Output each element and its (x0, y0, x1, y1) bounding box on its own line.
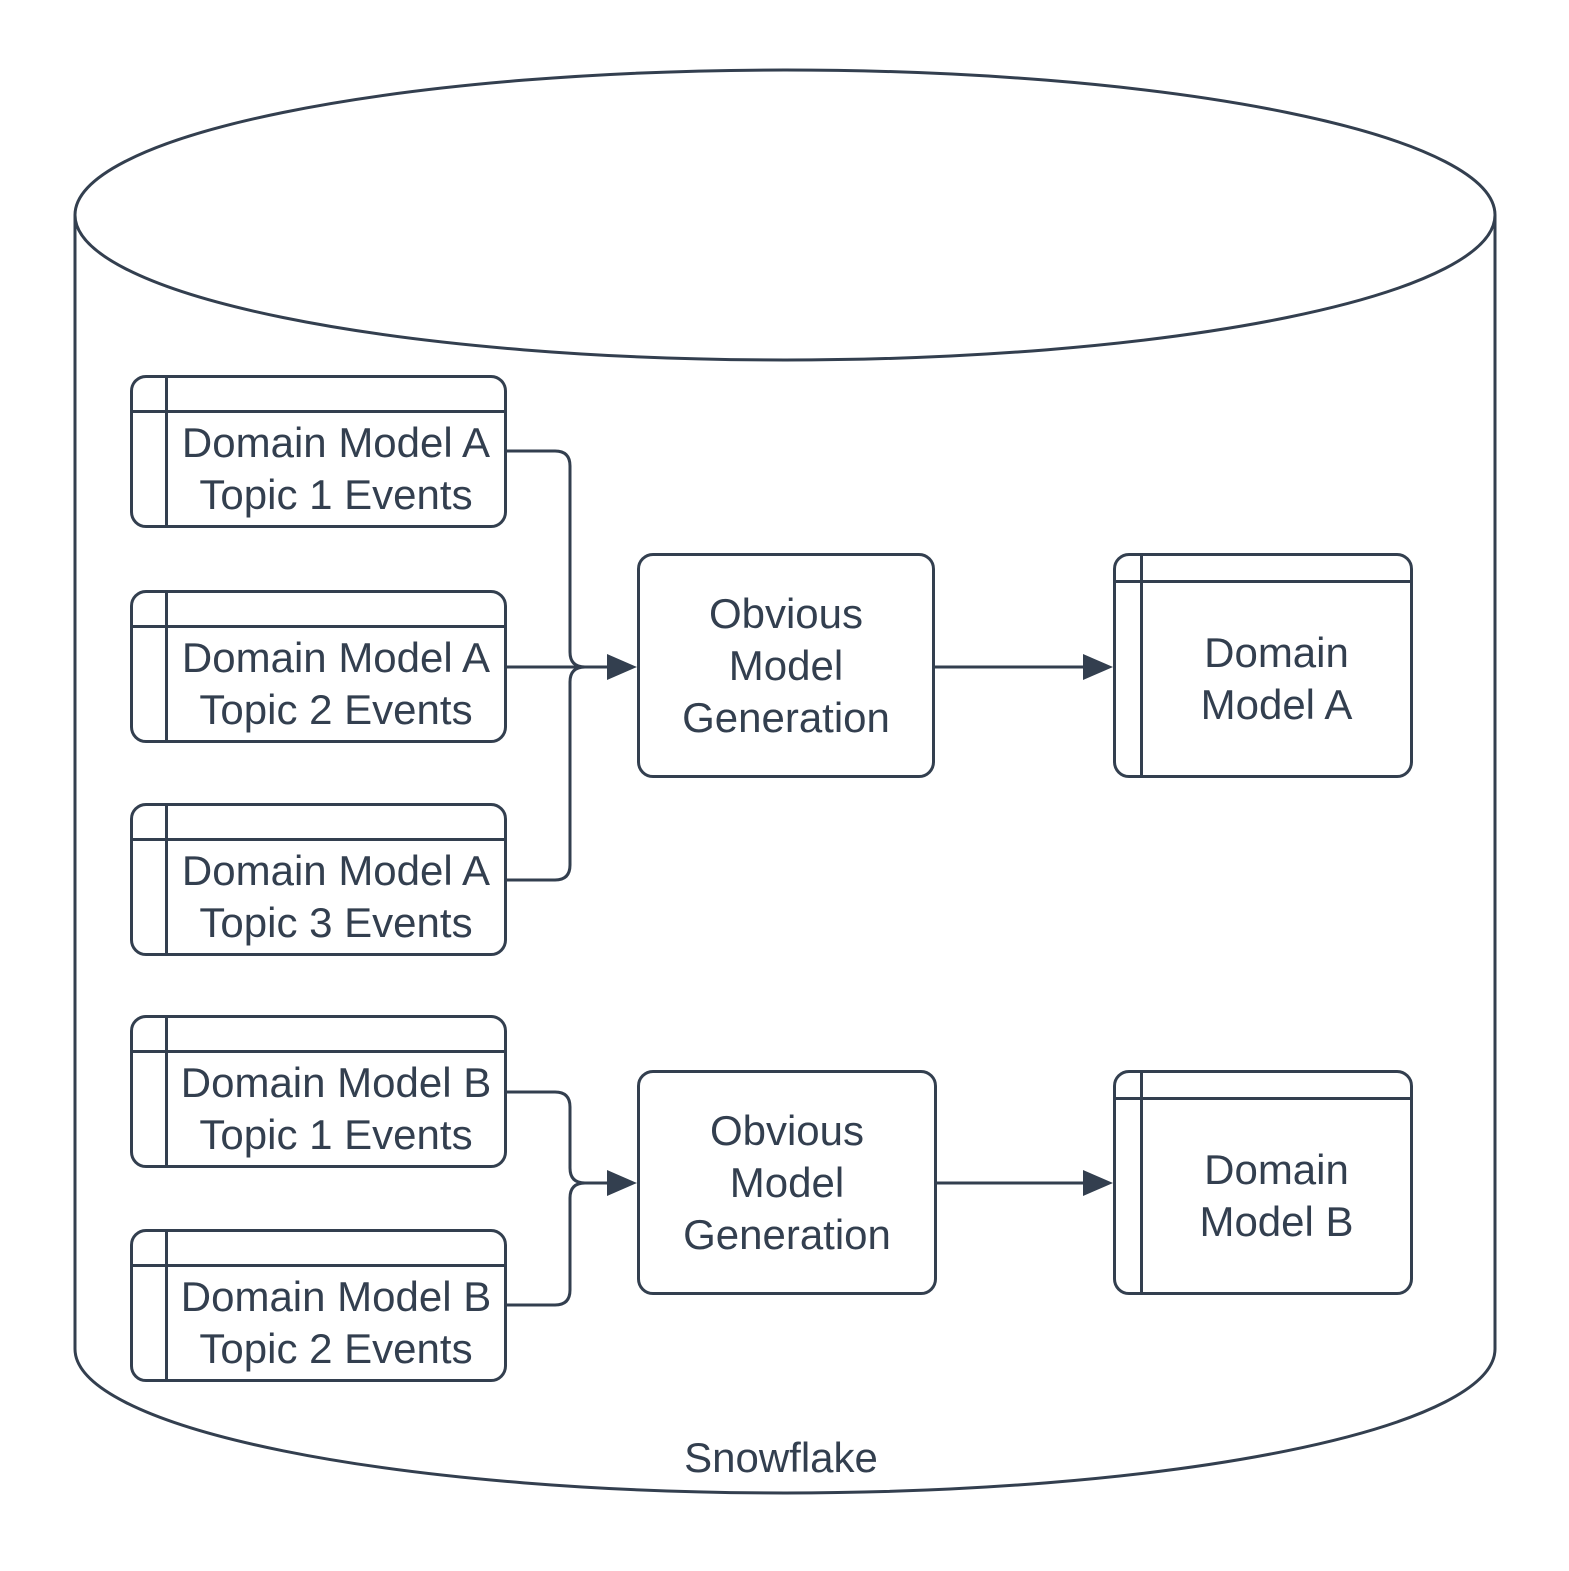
node-process-obvious-model-generation-a: Obvious Model Generation (637, 553, 935, 778)
connector-topic-b1-to-process-b (507, 1090, 610, 1185)
arrowhead-into-process-a (607, 654, 637, 680)
node-label-line: Model B (1199, 1198, 1354, 1245)
node-label: Obvious Model Generation (640, 556, 932, 775)
table-header-divider (1116, 1097, 1410, 1100)
connector-topic-b2-to-process-b (507, 1181, 586, 1307)
arrowhead-into-model-a (1083, 654, 1113, 680)
node-label: Domain Model A (1143, 583, 1410, 775)
node-label: Obvious Model Generation (640, 1073, 934, 1292)
cylinder-top-ellipse (73, 68, 1497, 362)
node-label-line: Model (729, 1158, 845, 1206)
node-label-line: Generation (683, 1210, 891, 1258)
node-label-line: Topic 2 Events (199, 1325, 473, 1372)
node-label-line: Generation (682, 693, 890, 741)
table-header-divider (133, 410, 504, 413)
table-header-divider (1116, 580, 1410, 583)
node-topic-b2-events: Domain Model B Topic 2 Events (130, 1229, 507, 1382)
node-label-line: Model (728, 641, 844, 689)
node-label-line: Topic 2 Events (199, 686, 473, 733)
node-topic-a1-events: Domain Model A Topic 1 Events (130, 375, 507, 528)
node-label-line: Obvious (709, 1106, 865, 1154)
table-column-divider (165, 806, 168, 953)
table-column-divider (165, 593, 168, 740)
node-label-line: Domain Model B (180, 1273, 492, 1320)
node-label-line: Obvious (708, 589, 864, 637)
node-label: Domain Model B (1143, 1100, 1410, 1292)
node-label-line: Model A (1200, 681, 1353, 728)
node-label-line: Domain Model B (180, 1059, 492, 1106)
table-column-divider (165, 1232, 168, 1379)
table-header-divider (133, 838, 504, 841)
table-column-divider (1140, 556, 1143, 775)
node-label-line: Domain (1204, 1146, 1349, 1193)
node-topic-a2-events: Domain Model A Topic 2 Events (130, 590, 507, 743)
connector-topic-a1-to-process-a (507, 449, 610, 669)
node-domain-model-b: Domain Model B (1113, 1070, 1413, 1295)
table-header-divider (133, 1050, 504, 1053)
cylinder-body (73, 215, 1497, 1495)
node-label-line: Topic 3 Events (199, 899, 473, 946)
node-domain-model-a: Domain Model A (1113, 553, 1413, 778)
node-label-line: Domain Model A (181, 634, 491, 681)
node-label-line: Domain Model A (181, 419, 491, 466)
arrowhead-into-model-b (1083, 1170, 1113, 1196)
node-label: Domain Model A Topic 2 Events (168, 628, 504, 740)
arrowhead-into-process-b (607, 1170, 637, 1196)
node-label-line: Topic 1 Events (199, 471, 473, 518)
connector-topic-a3-to-process-a (507, 665, 586, 882)
node-topic-b1-events: Domain Model B Topic 1 Events (130, 1015, 507, 1168)
table-column-divider (1140, 1073, 1143, 1292)
table-column-divider (165, 378, 168, 525)
node-topic-a3-events: Domain Model A Topic 3 Events (130, 803, 507, 956)
node-label-line: Domain (1204, 629, 1349, 676)
node-label: Domain Model A Topic 1 Events (168, 413, 504, 525)
table-column-divider (165, 1018, 168, 1165)
node-label: Domain Model A Topic 3 Events (168, 841, 504, 953)
table-header-divider (133, 1264, 504, 1267)
node-process-obvious-model-generation-b: Obvious Model Generation (637, 1070, 937, 1295)
node-label: Domain Model B Topic 1 Events (168, 1053, 504, 1165)
node-label: Domain Model B Topic 2 Events (168, 1267, 504, 1379)
table-header-divider (133, 625, 504, 628)
node-label-line: Topic 1 Events (199, 1111, 473, 1158)
node-label-line: Domain Model A (181, 847, 491, 894)
cylinder-label-snowflake: Snowflake (684, 1434, 878, 1481)
